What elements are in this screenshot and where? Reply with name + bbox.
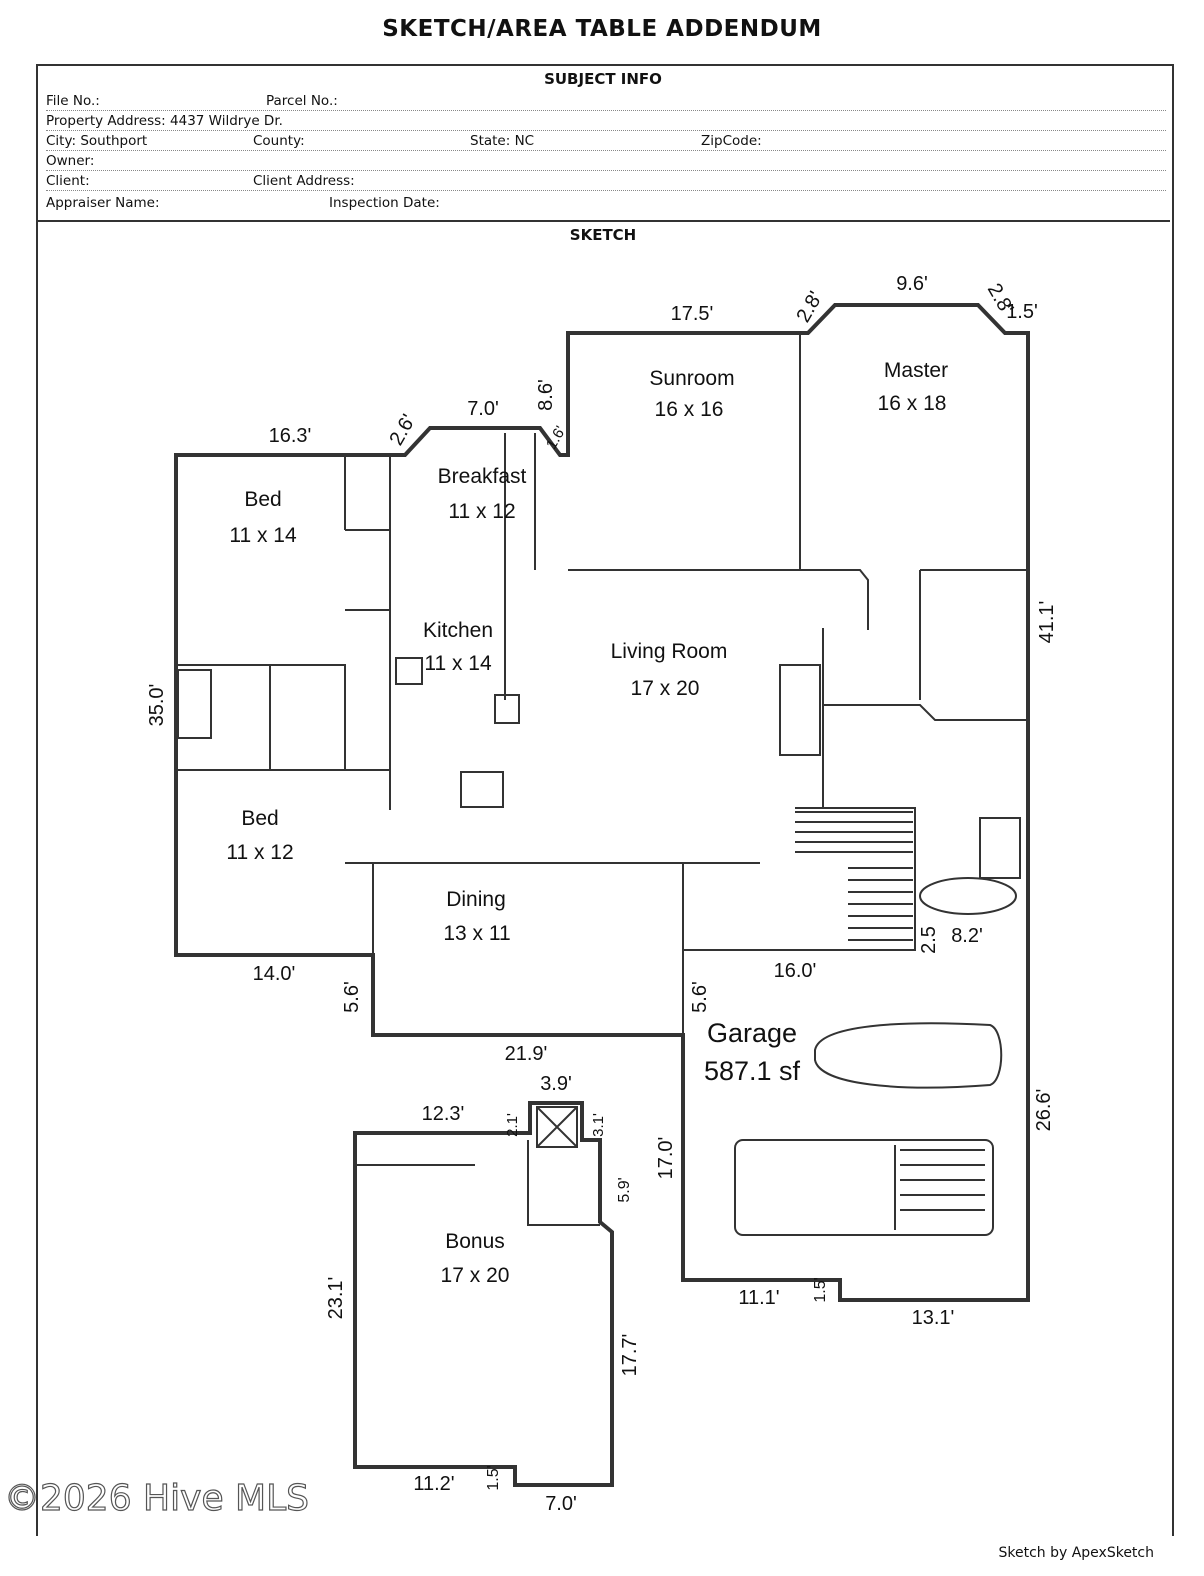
info-row: File No.: Parcel No.:: [46, 90, 1166, 111]
sketch-credit: Sketch by ApexSketch: [998, 1545, 1154, 1561]
main-house-outline: [174, 303, 1030, 1302]
dimension: 5.9': [616, 1177, 633, 1202]
dimension: 7.0': [545, 1493, 577, 1515]
dimension: 16.0': [774, 960, 817, 982]
form-frame: [36, 64, 1174, 1536]
sketch-heading: SKETCH: [569, 226, 637, 244]
dimension: 17.0': [655, 1137, 677, 1180]
room-size: 11 x 12: [448, 500, 515, 523]
dimension: 11.2': [413, 1473, 454, 1495]
info-row: Client: Client Address:: [46, 170, 1166, 191]
room-name: Bed: [244, 488, 281, 511]
subject-info-section: SUBJECT INFO File No.: Parcel No.: Prope…: [36, 64, 1170, 222]
room-name: Living Room: [611, 640, 728, 663]
dimension: 1.5': [1006, 301, 1038, 323]
room-size: 17 x 20: [631, 677, 700, 700]
client-address: Client Address:: [253, 173, 355, 189]
car-icon: [814, 1022, 1003, 1089]
interior-walls: [176, 333, 1026, 1226]
truck-icon: [734, 1139, 994, 1236]
room-size: 11 x 12: [226, 841, 293, 864]
garage-vehicles: [734, 1022, 1003, 1236]
dimension: 5.6': [341, 981, 363, 1013]
zipcode: ZipCode:: [701, 133, 762, 149]
dimension: 14.0': [253, 963, 296, 985]
info-row: City: Southport County: State: NC ZipCod…: [46, 130, 1166, 151]
dimension: 1.5': [485, 1465, 502, 1490]
room-name: Kitchen: [423, 619, 493, 642]
dimension: 11.1': [738, 1287, 779, 1309]
appraiser-name: Appraiser Name:: [46, 195, 160, 211]
dimension: 7.0': [467, 398, 499, 420]
dimension: 1.6': [543, 423, 570, 452]
dimension: 41.1': [1036, 601, 1058, 644]
info-row: Appraiser Name: Inspection Date:: [46, 192, 1166, 212]
room-name: Dining: [446, 888, 506, 911]
dimension: 35.0': [146, 684, 168, 727]
info-row: Property Address: 4437 Wildrye Dr.: [46, 110, 1166, 131]
inspection-date: Inspection Date:: [329, 195, 440, 211]
room-size: 13 x 11: [443, 922, 510, 945]
dimension: 2.5: [918, 926, 940, 954]
dimension: 2.1': [504, 1113, 521, 1137]
county: County:: [253, 133, 305, 149]
dimension: 21.9': [505, 1043, 548, 1065]
room-name: Bonus: [445, 1230, 505, 1253]
room-size: 587.1 sf: [704, 1056, 801, 1086]
room-labels: Sunroom 16 x 16 Master 16 x 18 Breakfast…: [226, 359, 948, 1287]
bonus-outline: [353, 1101, 614, 1487]
subject-info-heading: SUBJECT INFO: [544, 70, 662, 88]
room-size: 11 x 14: [424, 652, 492, 675]
dimension: 3.1': [590, 1113, 607, 1137]
info-row: Owner:: [46, 150, 1166, 171]
dimension: 13.1': [912, 1307, 955, 1329]
city: City: Southport: [46, 133, 148, 149]
dimension: 23.1': [325, 1277, 347, 1320]
page-title: SKETCH/AREA TABLE ADDENDUM: [382, 16, 822, 42]
dimension: 12.3': [422, 1103, 465, 1125]
exterior-walls: [174, 303, 1030, 1487]
dimension: 17.7': [619, 1334, 641, 1377]
state: State: NC: [470, 133, 535, 149]
dimension: 9.6': [896, 273, 928, 295]
dimension: 8.2': [951, 925, 983, 947]
owner: Owner:: [46, 153, 95, 169]
parcel-no: Parcel No.:: [266, 93, 338, 109]
dimension: 16.3': [269, 425, 312, 447]
room-name: Bed: [241, 807, 278, 830]
client: Client:: [46, 173, 90, 189]
room-size: 17 x 20: [441, 1264, 510, 1287]
property-address: Property Address: 4437 Wildrye Dr.: [46, 113, 283, 129]
room-size: 16 x 18: [878, 392, 947, 415]
room-name: Master: [884, 359, 948, 382]
dimension: 26.6': [1033, 1089, 1055, 1132]
room-size: 16 x 16: [655, 398, 724, 421]
room-name: Breakfast: [438, 465, 527, 488]
dimension: 8.6': [535, 379, 557, 411]
room-name: Sunroom: [649, 367, 734, 390]
room-name: Garage: [707, 1018, 797, 1048]
dimension: 17.5': [671, 303, 714, 325]
watermark: ©2026 Hive MLS: [3, 1477, 309, 1519]
dimension: 3.9': [540, 1073, 572, 1095]
file-no: File No.:: [46, 93, 100, 109]
dimension: 1.5': [812, 1277, 829, 1302]
room-size: 11 x 14: [229, 524, 297, 547]
dimension: 5.6': [689, 981, 711, 1013]
